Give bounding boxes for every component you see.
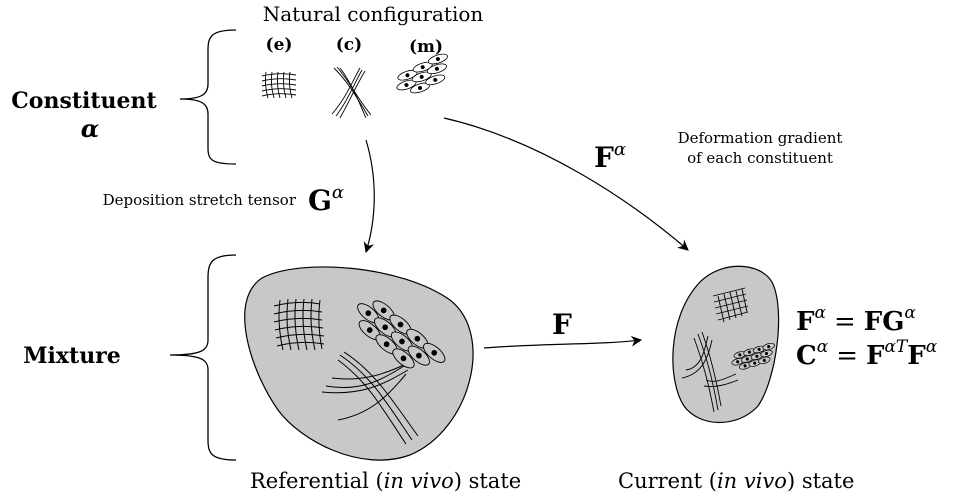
smooth-muscle-cells-icon — [396, 53, 448, 94]
referential-elastin-mesh — [273, 298, 325, 351]
referential-collagen-fibers — [321, 351, 419, 445]
collagen-fiber-icon — [331, 66, 372, 119]
deposition-tensor-symbol: Gα — [308, 182, 344, 217]
deformation-gradient-line2: of each constituent — [687, 149, 833, 167]
constituent-deformation-symbol: Fα — [594, 139, 626, 174]
current-collagen-fibers — [681, 331, 739, 413]
equation-cauchy-green-tensor: Cα=FαTFα — [796, 337, 938, 371]
current-elastin-mesh — [712, 287, 749, 323]
constituent-brace — [179, 29, 237, 165]
deposition-arrow — [363, 139, 375, 254]
deformation-gradient-line1: Deformation gradient — [678, 129, 843, 147]
constituent-label: Constituent — [11, 88, 157, 114]
constituent-deformation-arrow — [443, 117, 689, 251]
deposition-stretch-label: Deposition stretch tensor — [103, 191, 297, 209]
constituent-alpha-symbol: α — [81, 114, 99, 143]
muscle-label: (m) — [409, 37, 443, 57]
current-muscle-cells — [731, 342, 775, 370]
current-body — [672, 265, 780, 424]
current-state-label: Current (in vivo) state — [618, 469, 854, 493]
mixture-label: Mixture — [23, 343, 121, 369]
elastin-label: (e) — [266, 35, 293, 55]
referential-state-label: Referential (in vivo) state — [250, 469, 521, 493]
mixture-deformation-arrow — [483, 335, 643, 349]
mixture-deformation-symbol: F — [552, 308, 572, 341]
mixture-brace — [169, 254, 237, 461]
equation-deformation-decomposition: Fα=FGα — [796, 303, 916, 337]
referential-muscle-cells — [357, 300, 446, 369]
collagen-label: (c) — [336, 35, 362, 55]
natural-configuration-title: Natural configuration — [263, 2, 484, 26]
elastin-mesh-icon — [261, 71, 297, 99]
